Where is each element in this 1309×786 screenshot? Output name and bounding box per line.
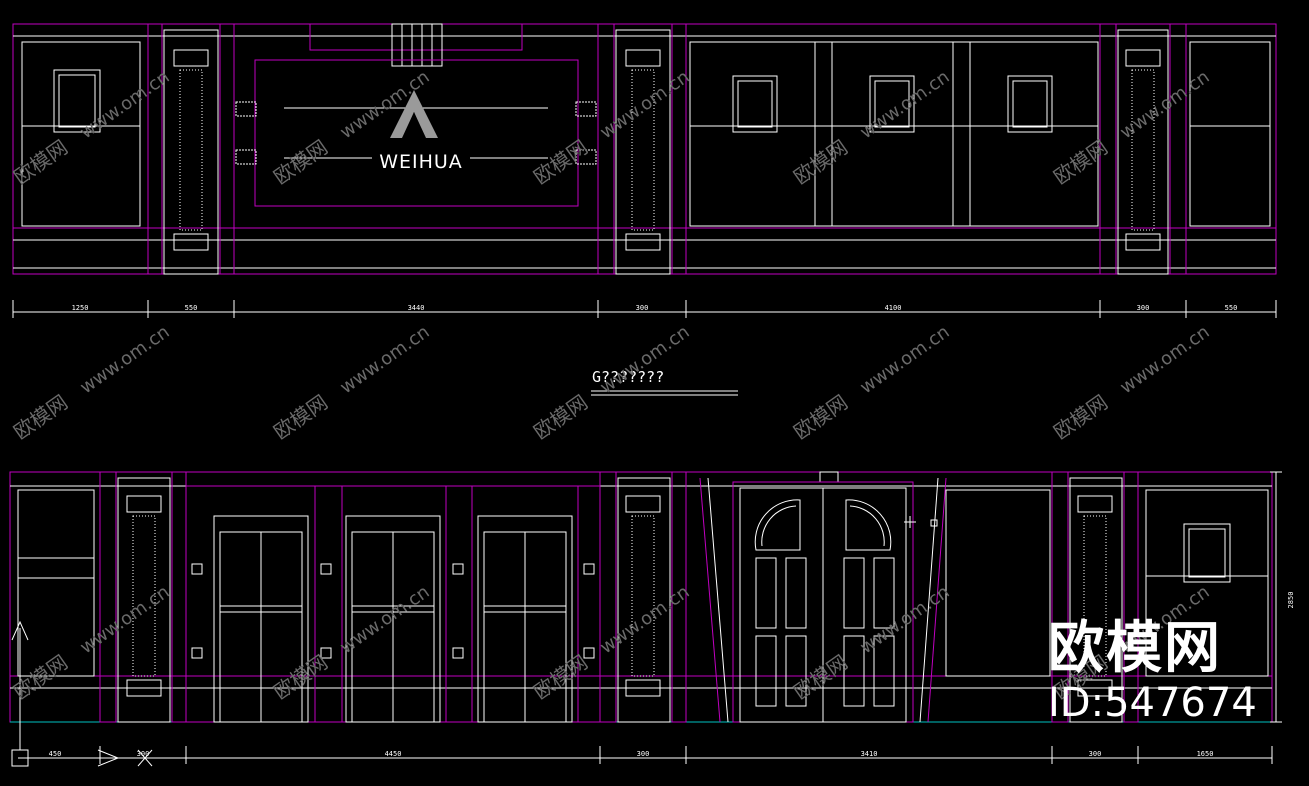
picture-frame-1 [53,69,101,133]
watermark-brand-large: 欧模网 [1048,616,1222,681]
watermark-brand: 欧模网 [9,135,72,189]
dim-bottom-2: 300 [137,750,150,758]
watermark-brand: 欧模网 [1049,135,1112,189]
watermark-brand: 欧模网 [789,390,852,444]
dim-bottom-6: 300 [1089,750,1102,758]
watermark-url: www.om.cn [336,581,433,658]
watermark-brand: 欧模网 [1049,390,1112,444]
watermark-url: www.om.cn [596,581,693,658]
watermark-brand: 欧模网 [789,135,852,189]
column-b [599,471,687,723]
elevator-wall [185,485,601,723]
dim-bottom-4: 300 [637,750,650,758]
ucs-axis-icon [11,620,153,767]
watermark-brand: 欧模网 [789,650,852,704]
elevator-door-2 [345,515,441,723]
watermark-url: www.om.cn [76,321,173,398]
column-3 [1099,23,1187,275]
top-elevation: WEIHUA [12,23,1277,318]
watermark-url: www.om.cn [76,581,173,658]
right-panels [689,41,1099,227]
dim-top-3: 3440 [408,304,425,312]
watermark-layer: 欧模网www.om.cn欧模网www.om.cn欧模网www.om.cn欧模网w… [9,66,1213,704]
watermark-brand: 欧模网 [269,650,332,704]
watermark-url: www.om.cn [596,66,693,143]
logo-icon [390,90,438,138]
column-1 [147,23,235,275]
dim-bottom-3: 4450 [385,750,402,758]
elevator-door-3 [477,515,573,723]
bottom-dimension-labels: 450 300 4450 300 3410 300 1650 [49,750,1214,758]
dim-top-7: 550 [1225,304,1238,312]
bottom-elevation: 2850 450 300 4450 300 3410 300 1650 [9,471,1295,767]
logo-panel: WEIHUA [233,23,599,229]
section-title: G??????? [591,368,738,396]
dim-bottom-7: 1650 [1197,750,1214,758]
column-c [1051,471,1139,723]
dim-top-6: 300 [1137,304,1150,312]
watermark-brand: 欧模网 [9,650,72,704]
watermark-url: www.om.cn [336,321,433,398]
watermark-brand: 欧模网 [529,135,592,189]
watermark-brand: 欧模网 [9,390,72,444]
watermark-url: www.om.cn [856,581,953,658]
section-title-text: G??????? [592,368,664,386]
watermark-id: ID:547674 [1048,680,1257,726]
column-2 [597,23,687,275]
watermark-url: www.om.cn [596,321,693,398]
dim-top-1: 1250 [72,304,89,312]
dim-top-4: 300 [636,304,649,312]
dim-bottom-1: 450 [49,750,62,758]
dim-top-2: 550 [185,304,198,312]
watermark-url: www.om.cn [76,66,173,143]
watermark-url: www.om.cn [1116,321,1213,398]
watermark-url: www.om.cn [856,321,953,398]
bottom-dimension-line [18,746,1273,764]
top-dimension-line [12,300,1277,318]
dim-height: 2850 [1287,592,1295,609]
watermark-brand: 欧模网 [269,390,332,444]
top-dimension-labels: 1250 550 3440 300 4100 300 550 [72,304,1238,312]
watermark-url: www.om.cn [1116,66,1213,143]
logo-text: WEIHUA [379,151,463,173]
watermark-brand: 欧模网 [529,650,592,704]
dim-top-5: 4100 [885,304,902,312]
elevator-door-1 [213,515,309,723]
watermark-stamp: 欧模网 ID:547674 [1048,616,1258,727]
watermark-brand: 欧模网 [269,135,332,189]
dim-bottom-5: 3410 [861,750,878,758]
watermark-brand: 欧模网 [529,390,592,444]
entrance-door [699,471,947,723]
